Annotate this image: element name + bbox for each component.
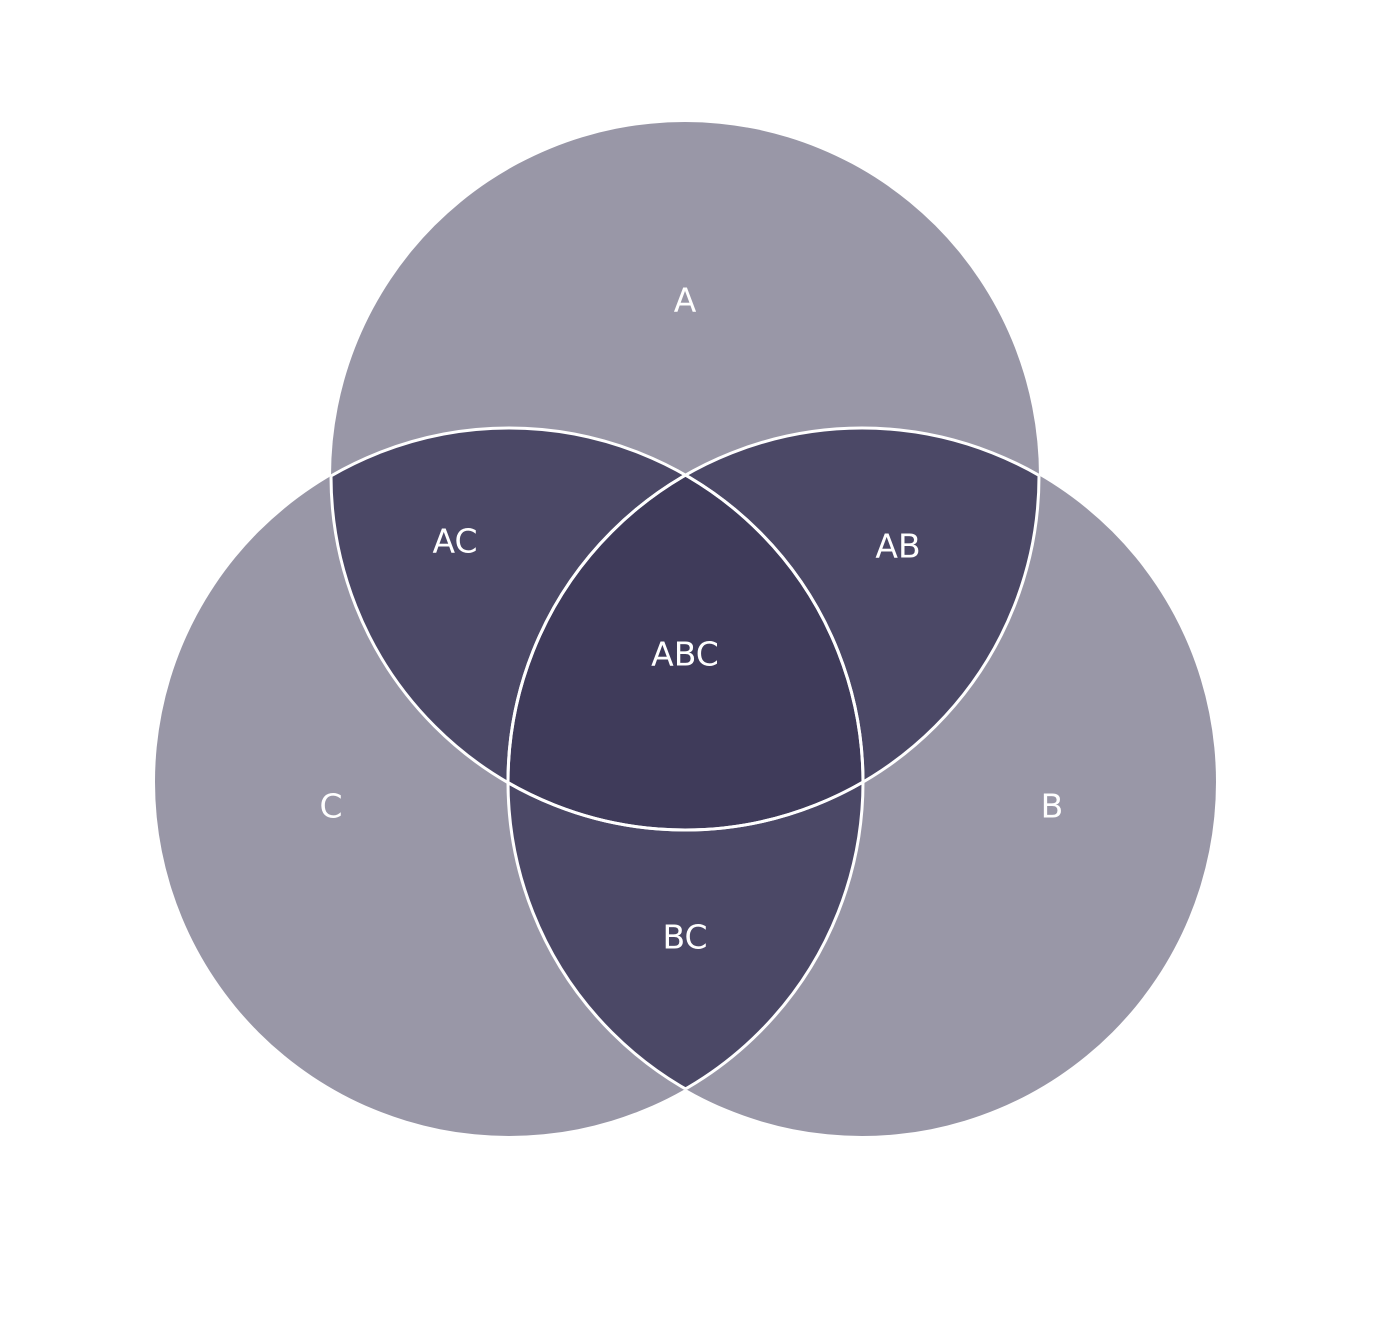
label-c: C [319, 787, 342, 826]
label-bc: BC [662, 918, 707, 957]
label-b: B [1041, 787, 1064, 826]
set-b-outline-c [506, 428, 863, 1136]
label-abc: ABC [651, 635, 719, 674]
label-ab: AB [875, 527, 920, 566]
label-ac: AC [432, 522, 477, 561]
label-a: A [674, 281, 697, 320]
set-c-outline-b [508, 428, 865, 1136]
